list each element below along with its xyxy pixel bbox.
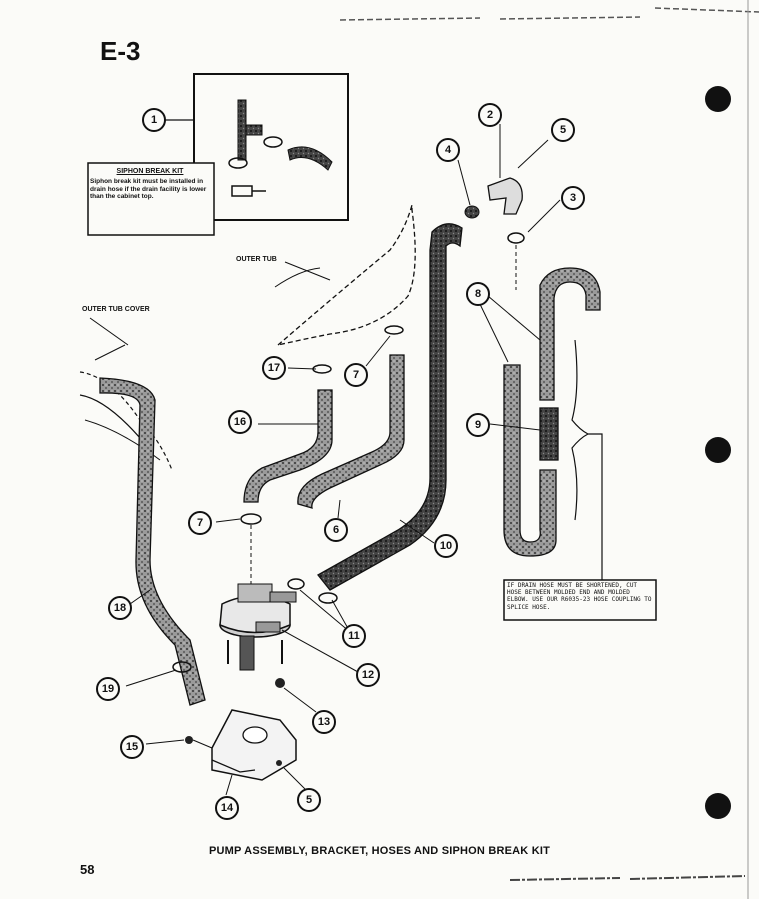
callout-5-bottom: 5 [297, 788, 321, 812]
binder-hole-bottom [705, 793, 731, 819]
callout-3: 3 [561, 186, 585, 210]
callout-18: 18 [108, 596, 132, 620]
callout-9: 9 [466, 413, 490, 437]
siphon-kit-note-title: SIPHON BREAK KIT [116, 168, 184, 175]
binder-hole-top [705, 86, 731, 112]
siphon-kit-note: SIPHON BREAK KIT Siphon break kit must b… [90, 168, 210, 200]
siphon-kit-frame [193, 73, 349, 221]
section-code: E-3 [100, 36, 141, 66]
siphon-kit-note-text: Siphon break kit must be installed in dr… [90, 178, 207, 200]
callout-6: 6 [324, 518, 348, 542]
callout-10: 10 [434, 534, 458, 558]
callout-4: 4 [436, 138, 460, 162]
callout-13: 13 [312, 710, 336, 734]
callout-7-lower: 7 [188, 511, 212, 535]
callout-12: 12 [356, 663, 380, 687]
callout-7-upper: 7 [344, 363, 368, 387]
callout-11: 11 [342, 624, 366, 648]
callout-5-top: 5 [551, 118, 575, 142]
callout-15: 15 [120, 735, 144, 759]
binder-hole-middle [705, 437, 731, 463]
callout-16: 16 [228, 410, 252, 434]
callout-17: 17 [262, 356, 286, 380]
figure-caption: PUMP ASSEMBLY, BRACKET, HOSES AND SIPHON… [208, 845, 551, 857]
callout-1: 1 [142, 108, 166, 132]
hose-shorten-note: IF DRAIN HOSE MUST BE SHORTENED, CUT HOS… [507, 582, 652, 611]
outer-tub-cover-label: OUTER TUB COVER [82, 306, 150, 313]
page-number: 58 [80, 862, 95, 877]
callout-19: 19 [96, 677, 120, 701]
shorten-note-box [503, 579, 657, 621]
siphon-kit-note-box [87, 162, 215, 236]
callout-2: 2 [478, 103, 502, 127]
outer-tub-label: OUTER TUB [236, 256, 277, 263]
callout-8: 8 [466, 282, 490, 306]
callout-14: 14 [215, 796, 239, 820]
